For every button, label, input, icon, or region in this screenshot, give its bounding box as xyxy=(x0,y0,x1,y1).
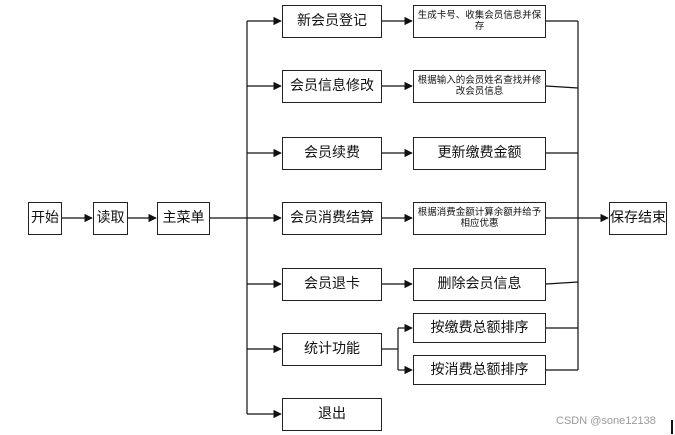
cancel-card-desc: 删除会员信息 xyxy=(413,268,546,301)
text-cursor xyxy=(671,420,673,434)
new-member-node: 新会员登记 xyxy=(282,5,382,38)
sort-by-consume-node: 按消费总额排序 xyxy=(413,355,546,385)
modify-member-node: 会员信息修改 xyxy=(282,70,382,103)
line-desc2-out xyxy=(545,85,579,89)
renew-node: 会员续费 xyxy=(282,137,382,170)
sort-by-fee-node: 按缴费总额排序 xyxy=(413,313,546,343)
statistics-node: 统计功能 xyxy=(282,333,382,366)
new-member-desc: 生成卡号、收集会员信息并保存 xyxy=(413,5,546,38)
read-node: 读取 xyxy=(93,202,128,235)
renew-desc: 更新缴费金额 xyxy=(413,137,546,170)
exit-node: 退出 xyxy=(282,398,382,431)
consume-settle-node: 会员消费结算 xyxy=(282,202,382,235)
modify-member-desc: 根据输入的会员姓名查找并修改会员信息 xyxy=(413,70,546,103)
consume-settle-desc: 根据消费金额计算余额并给予相应优惠 xyxy=(413,202,546,235)
main-menu-node: 主菜单 xyxy=(157,202,210,235)
line-desc5-out xyxy=(545,281,579,285)
save-end-node: 保存结束 xyxy=(609,202,667,235)
start-node: 开始 xyxy=(28,202,62,235)
watermark: CSDN @sone12138 xyxy=(556,415,656,427)
cancel-card-node: 会员退卡 xyxy=(282,268,382,301)
